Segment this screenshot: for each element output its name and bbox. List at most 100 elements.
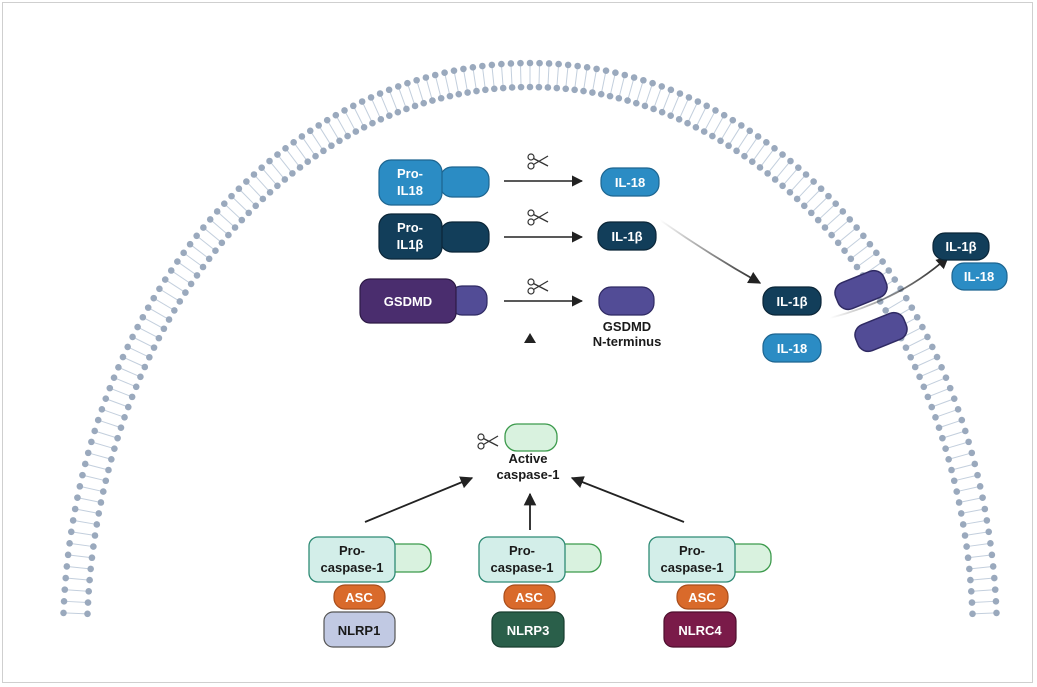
il18-secreted-label: IL-18 <box>777 341 807 356</box>
active-caspase-1 <box>504 423 558 452</box>
lipid-head <box>167 267 175 274</box>
lipid-head <box>564 61 572 69</box>
nlrp3-label: NLRP3 <box>507 623 550 638</box>
lipid-head <box>667 86 675 94</box>
lipid-tail <box>212 220 227 234</box>
lipid-tail <box>645 85 653 104</box>
pro-il18-protein: Pro- IL18 <box>378 159 490 206</box>
pro-il1b-label-line2: IL1β <box>397 237 424 252</box>
lipid-head <box>64 551 72 559</box>
lipid-head <box>932 414 939 421</box>
lipid-head <box>942 374 950 381</box>
lipid-head <box>802 171 810 178</box>
lipid-head <box>779 182 786 190</box>
lipid-tail <box>973 577 992 581</box>
lipid-head <box>114 434 121 442</box>
lipid-head <box>942 445 949 452</box>
lipid-head <box>87 565 94 573</box>
lipid-head <box>144 304 152 311</box>
lipid-head <box>490 85 498 93</box>
lipid-head <box>243 178 250 185</box>
lipid-head <box>965 438 972 446</box>
lipid-head <box>763 138 770 146</box>
lipid-tail <box>846 237 862 250</box>
lipid-tail <box>565 67 569 86</box>
lipid-head <box>754 133 762 140</box>
lipid-tail <box>974 600 993 603</box>
lipid-tail <box>769 156 782 172</box>
lipid-head <box>386 112 393 119</box>
il1b-secreted-label: IL-1β <box>776 294 807 309</box>
lipid-head <box>369 119 376 127</box>
lipid-head <box>102 477 110 485</box>
lipid-head <box>574 62 581 70</box>
lipid-tail <box>380 96 389 114</box>
lipid-tail <box>784 169 797 184</box>
gsdmd-nterminus-label-line2: N-terminus <box>593 334 662 349</box>
pro-il1b-protein: Pro- IL1β <box>378 213 490 260</box>
lipid-tail <box>185 254 201 266</box>
lipid-head <box>834 239 842 247</box>
lipid-head <box>176 298 184 305</box>
lipid-head <box>583 64 591 71</box>
lipid-tail <box>69 566 88 570</box>
lipid-head <box>969 610 976 618</box>
lipid-head <box>924 393 932 401</box>
lipid-tail <box>975 612 994 615</box>
lipid-head <box>953 488 961 495</box>
nlrp1-activation-arrow <box>364 476 474 523</box>
lipid-tail <box>226 205 240 219</box>
lipid-head <box>106 384 114 392</box>
lipid-head <box>771 176 779 183</box>
lipid-head <box>741 152 748 160</box>
lipid-head <box>602 67 610 74</box>
lipid-head <box>787 157 794 165</box>
lipid-tail <box>167 280 184 292</box>
lipid-tail <box>903 327 920 338</box>
lipid-tail <box>94 442 112 449</box>
caspase-to-targets-arrowhead <box>524 333 536 343</box>
lipid-head <box>974 471 981 479</box>
lipid-head <box>676 90 684 97</box>
lipid-head <box>180 249 187 257</box>
lipid-tail <box>574 68 578 87</box>
lipid-head <box>160 325 168 333</box>
lipid-head <box>814 216 822 224</box>
lipid-head <box>298 133 306 140</box>
lipid-head <box>60 609 67 617</box>
lipid-tail <box>145 318 162 328</box>
lipid-head <box>981 505 989 513</box>
lipid-head <box>84 449 92 457</box>
lipid-tail <box>278 156 291 172</box>
lipid-head <box>955 499 963 506</box>
lipid-head <box>948 466 955 474</box>
il1b-extracellular-label: IL-1β <box>945 239 976 254</box>
lipid-tail <box>592 71 597 90</box>
lipid-tail <box>705 112 715 130</box>
lipid-tail <box>85 475 103 481</box>
lipid-head <box>810 178 817 185</box>
lipid-tail <box>833 220 848 234</box>
lipid-tail <box>97 431 115 438</box>
lipid-head <box>963 543 970 550</box>
pro-il18-label-line1: Pro- <box>397 166 423 181</box>
lipid-head <box>282 145 289 152</box>
lipid-tail <box>776 163 789 178</box>
lipid-tail <box>852 245 868 258</box>
lipid-head <box>473 87 480 95</box>
lipid-tail <box>627 80 634 98</box>
lipid-tail <box>951 453 970 459</box>
nlrc4-label: NLRC4 <box>678 623 722 638</box>
lipid-head <box>413 76 420 84</box>
lipid-tail <box>969 543 988 547</box>
lipid-tail <box>959 486 978 492</box>
lipid-head <box>81 460 89 468</box>
lipid-tail <box>345 112 355 130</box>
lipid-head <box>150 294 158 302</box>
lipid-head <box>807 209 815 217</box>
lipid-head <box>84 599 92 606</box>
lipid-head <box>658 108 666 116</box>
lipid-head <box>779 151 786 158</box>
lipid-head <box>846 216 854 223</box>
lipid-head <box>250 171 258 178</box>
